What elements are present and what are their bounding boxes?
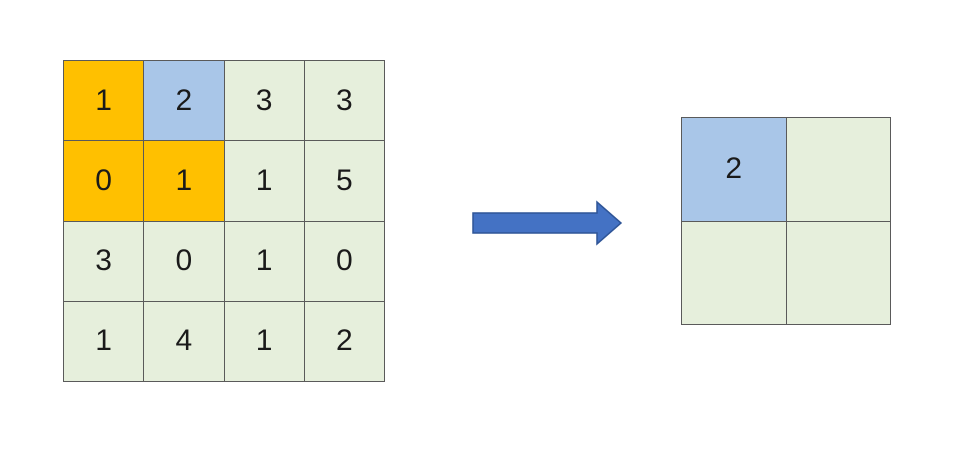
input-cell-r2-c3: 0 — [304, 221, 384, 301]
input-cell-r1-c0: 0 — [64, 141, 144, 221]
input-cell-r3-c2: 1 — [224, 301, 304, 381]
right-arrow-icon — [472, 200, 623, 246]
output-cell-r1-c0 — [682, 221, 786, 324]
input-cell-r3-c0: 1 — [64, 301, 144, 381]
output-cell-r1-c1 — [786, 221, 890, 324]
output-cell-r0-c1 — [786, 118, 890, 221]
arrow-shape — [472, 200, 623, 246]
input-cell-r0-c1: 2 — [144, 61, 224, 141]
input-cell-r3-c1: 4 — [144, 301, 224, 381]
input-cell-r1-c2: 1 — [224, 141, 304, 221]
input-cell-r0-c0: 1 — [64, 61, 144, 141]
input-cell-r1-c1: 1 — [144, 141, 224, 221]
input-cell-r0-c2: 3 — [224, 61, 304, 141]
input-cell-r3-c3: 2 — [304, 301, 384, 381]
input-cell-r0-c3: 3 — [304, 61, 384, 141]
input-cell-r1-c3: 5 — [304, 141, 384, 221]
input-cell-r2-c1: 0 — [144, 221, 224, 301]
output-matrix: 2 — [681, 117, 891, 325]
input-cell-r2-c2: 1 — [224, 221, 304, 301]
input-cell-r2-c0: 3 — [64, 221, 144, 301]
output-cell-r0-c0: 2 — [682, 118, 786, 221]
